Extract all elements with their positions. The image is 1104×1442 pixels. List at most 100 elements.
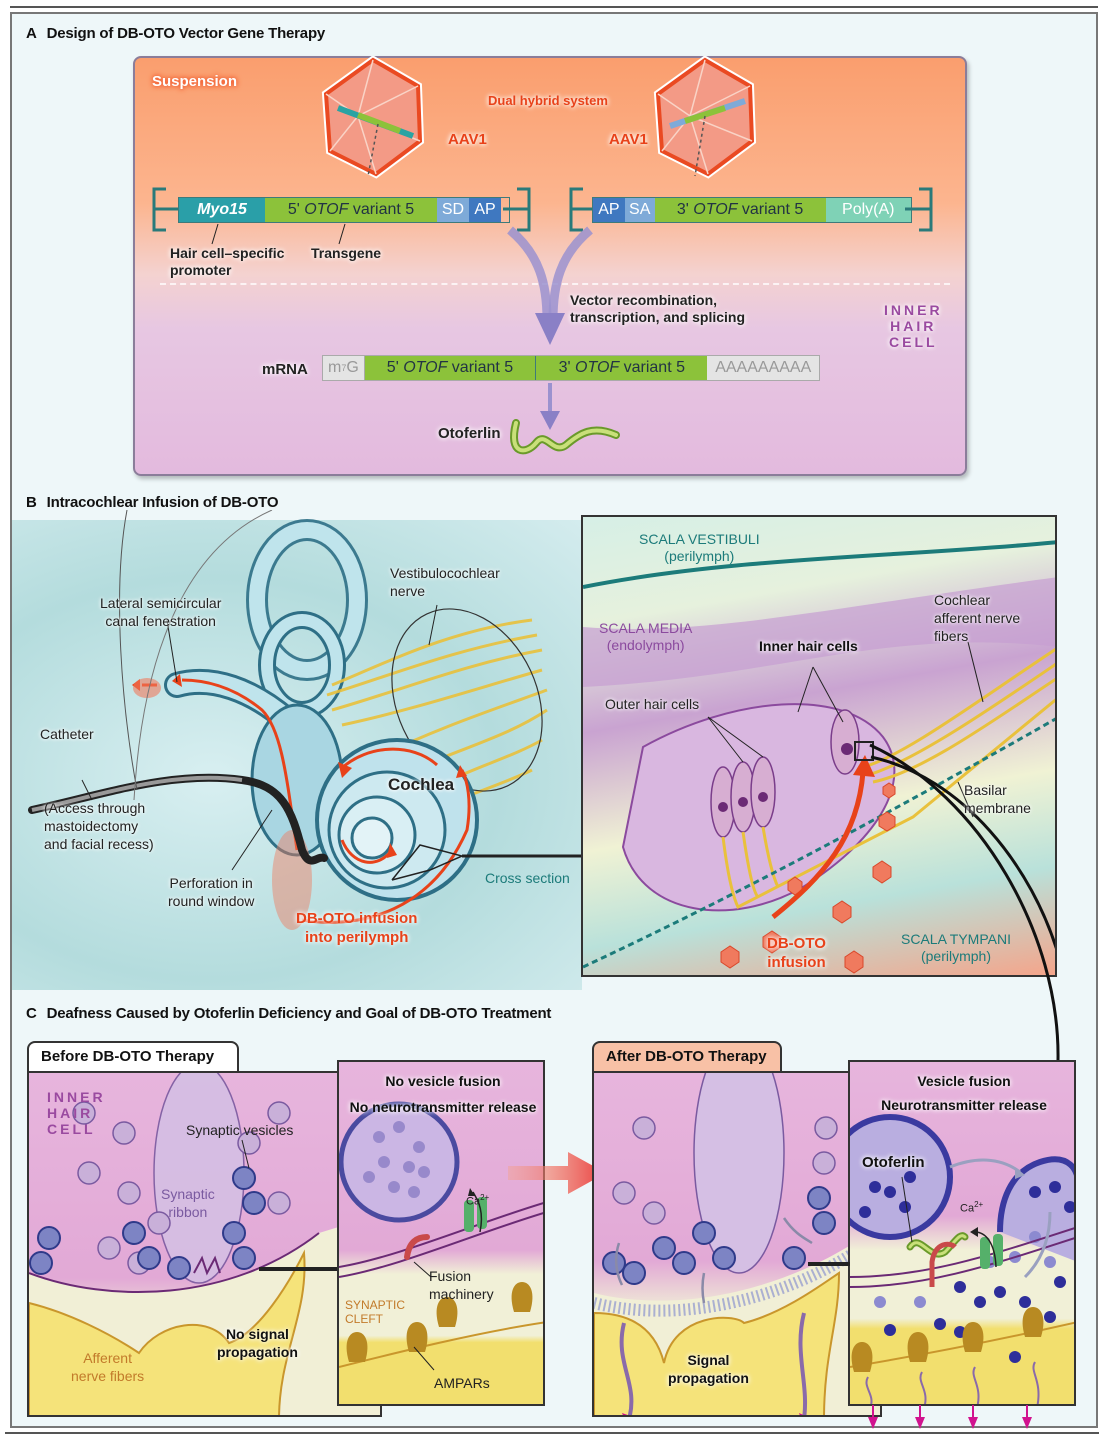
segment-suffix: variant 5 xyxy=(737,201,804,218)
segment-suffix: variant 5 xyxy=(619,359,685,376)
before-inner-line1: INNER xyxy=(47,1089,106,1105)
access-line2: mastoidectomy xyxy=(44,818,139,834)
cochlear-line2: afferent nerve xyxy=(934,610,1021,626)
otoferlin-protein-icon xyxy=(510,419,620,455)
recombination-line1: Vector recombination, xyxy=(570,292,718,308)
cross-infusion-line2: infusion xyxy=(767,954,826,971)
segment-suffix: variant 5 xyxy=(348,201,415,218)
panel-b-title-text: Intracochlear Infusion of DB-OTO xyxy=(46,494,279,511)
lateral-line1: Lateral semicircular xyxy=(100,595,222,611)
before-calcium-label: Ca2+ xyxy=(466,1193,489,1208)
infusion-perilymph-label: DB-OTO infusion into perilymph xyxy=(296,909,417,947)
recombination-label: Vector recombination, transcription, and… xyxy=(570,292,745,326)
segment-gene: OTOF xyxy=(304,201,349,218)
ca-sup: 2+ xyxy=(974,1200,984,1209)
cleft-line1: SYNAPTIC xyxy=(345,1298,406,1312)
aav-capsid-right-icon xyxy=(653,56,757,179)
access-line3: and facial recess) xyxy=(44,836,154,852)
infusion-cross-label: DB-OTO infusion xyxy=(767,934,826,972)
inner-hair-cell-label: INNER HAIR CELL xyxy=(884,302,943,350)
otoferlin-label: Otoferlin xyxy=(438,425,501,442)
inner-hair-cell-line1: INNER xyxy=(884,302,943,318)
signal-line1: Signal xyxy=(687,1352,730,1368)
before-inset-view: No vesicle fusion No neurotransmitter re… xyxy=(337,1060,545,1406)
mrna-5prime-segment: 5' OTOF variant 5 xyxy=(364,356,537,380)
outer-hair-cells-label: Outer hair cells xyxy=(605,696,700,712)
panel-a-letter: A xyxy=(26,25,37,42)
cross-infusion-line1: DB-OTO xyxy=(767,935,826,952)
access-line1: (Access through xyxy=(44,800,146,816)
scala-vestibuli-label: SCALA VESTIBULI (perilymph) xyxy=(639,531,760,565)
afferent-fibers-label: Afferent nerve fibers xyxy=(71,1349,144,1385)
access-label: (Access through mastoidectomy and facial… xyxy=(44,799,154,853)
cochlear-fibers-label: Cochlear afferent nerve fibers xyxy=(934,591,1020,645)
fusion-line2: machinery xyxy=(429,1286,494,1302)
vesicle-fusion-label: Vesicle fusion xyxy=(917,1073,1011,1089)
panel-b-title: B Intracochlear Infusion of DB-OTO xyxy=(26,494,279,511)
before-inner-hair-cell-label: INNER HAIR CELL xyxy=(47,1089,106,1137)
cochlea-cross-section: SCALA VESTIBULI (perilymph) SCALA MEDIA … xyxy=(581,515,1057,977)
otof-5prime-segment: 5' OTOF variant 5 xyxy=(265,198,437,222)
basilar-line1: Basilar xyxy=(964,782,1007,798)
sa-segment: SA xyxy=(624,198,655,222)
after-inset-illustration xyxy=(850,1114,1074,1404)
promoter-callout-line1: Hair cell–specific xyxy=(170,245,285,261)
no-signal-label: No signal propagation xyxy=(217,1325,298,1361)
segment-suffix: variant 5 xyxy=(447,359,514,376)
neurotransmitter-release-label: Neurotransmitter release xyxy=(881,1097,1047,1113)
therapy-transition-arrow-icon xyxy=(508,1152,606,1194)
polya-tail: AAAAAAAAA xyxy=(707,356,819,380)
ap-segment: AP xyxy=(469,198,501,222)
vector-5prime: Myo15 5' OTOF variant 5 SD AP xyxy=(178,197,510,223)
sd-segment: SD xyxy=(437,198,469,222)
ca-text: Ca xyxy=(466,1195,481,1208)
inner-hair-cell-line2: HAIR xyxy=(890,318,937,334)
no-signal-line1: No signal xyxy=(225,1326,289,1342)
fusion-line1: Fusion xyxy=(429,1268,472,1284)
vector-3prime: AP SA 3' OTOF variant 5 Poly(A) xyxy=(592,197,912,223)
lateral-line2: canal fenestration xyxy=(105,613,216,629)
signal-propagation-label: Signal propagation xyxy=(668,1351,749,1387)
lateral-canal-label: Lateral semicircular canal fenestration xyxy=(100,594,221,630)
panel-b-letter: B xyxy=(26,494,37,511)
segment-prefix: 3' xyxy=(558,359,576,376)
polya-segment: Poly(A) xyxy=(825,198,911,222)
signal-output-arrows xyxy=(868,1405,1032,1429)
ribbon-line1: Synaptic xyxy=(161,1186,215,1202)
no-signal-line2: propagation xyxy=(217,1344,298,1360)
vestibulo-line2: nerve xyxy=(390,583,426,599)
scala-tympani-line2: (perilymph) xyxy=(920,948,991,964)
promoter-callout-line2: promoter xyxy=(170,262,232,278)
cochlea-label: Cochlea xyxy=(388,775,455,794)
inner-hair-cells-label: Inner hair cells xyxy=(759,638,858,654)
segment-prefix: 3' xyxy=(676,201,694,218)
vector-callout-lines xyxy=(211,223,346,245)
after-therapy-tab: After DB-OTO Therapy xyxy=(592,1041,782,1071)
scala-media-label: SCALA MEDIA (endolymph) xyxy=(599,620,692,654)
top-rule xyxy=(10,6,1098,8)
perforation-line1: Perforation in xyxy=(169,875,253,891)
after-inset-view: Vesicle fusion Neurotransmitter release … xyxy=(848,1060,1076,1406)
scala-tympani-label: SCALA TYMPANI (perilymph) xyxy=(901,931,1011,965)
otoferlin-inset-label: Otoferlin xyxy=(862,1154,925,1171)
scala-media-line1: SCALA MEDIA xyxy=(599,620,693,636)
vestibulocochlear-label: Vestibulocochlear nerve xyxy=(390,564,500,600)
bottom-rule xyxy=(5,1432,1099,1434)
cleft-line2: CLEFT xyxy=(345,1312,384,1326)
zoom-connector-line xyxy=(869,743,1060,1061)
cap-sup: 7 xyxy=(341,363,347,373)
ap-3prime-segment: AP xyxy=(593,198,625,222)
inner-hair-cell-line3: CELL xyxy=(889,334,938,350)
mrna-label: mRNA xyxy=(262,361,308,378)
segment-gene: OTOF xyxy=(575,359,620,376)
aav-right-label: AAV1 xyxy=(609,131,648,148)
afferent-line2: nerve fibers xyxy=(71,1368,145,1384)
scala-vestibuli-line1: SCALA VESTIBULI xyxy=(639,531,760,547)
before-hair-cell-view: INNER HAIR CELL Synaptic vesicles Synapt… xyxy=(27,1071,382,1417)
basilar-line2: membrane xyxy=(964,800,1031,816)
cochlear-line1: Cochlear xyxy=(934,592,991,608)
infusion-line1: DB-OTO infusion xyxy=(296,910,418,927)
transgene-callout: Transgene xyxy=(311,245,382,261)
perforation-label: Perforation in round window xyxy=(168,874,254,910)
